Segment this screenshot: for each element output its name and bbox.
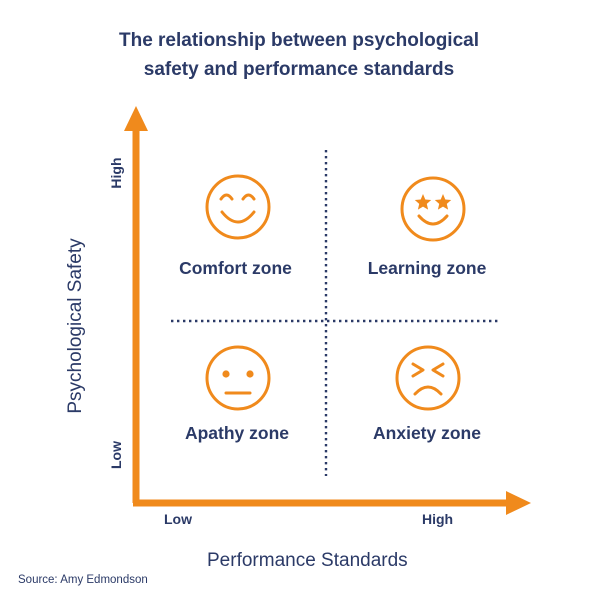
learning-zone-label: Learning zone [367,258,487,278]
apathy-zone-label: Apathy zone [184,423,290,443]
comfort-zone-label: Comfort zone [179,258,292,278]
anxious-face-icon [395,345,461,411]
star-eyes-face-icon [400,176,466,242]
title-line-2: safety and performance standards [143,59,455,80]
y-axis-title: Psychological Safety [65,238,86,414]
x-axis-high-label: High [422,511,454,527]
anxiety-zone-label: Anxiety zone [373,423,481,443]
x-axis-title: Performance Standards [207,550,408,571]
neutral-face-icon [205,345,271,411]
y-axis-arrowhead [124,106,148,131]
smiling-face-icon [205,174,271,240]
x-axis-low-label: Low [164,511,192,527]
y-axis-high-label: High [108,157,124,189]
diagram-title: The relationship between psychological s… [0,26,598,84]
title-line-1: The relationship between psychological [118,30,480,51]
y-axis-low-label: Low [108,441,124,469]
source-note: Source: Amy Edmondson [18,574,148,586]
x-axis-arrowhead [506,491,531,515]
axes [124,106,531,515]
